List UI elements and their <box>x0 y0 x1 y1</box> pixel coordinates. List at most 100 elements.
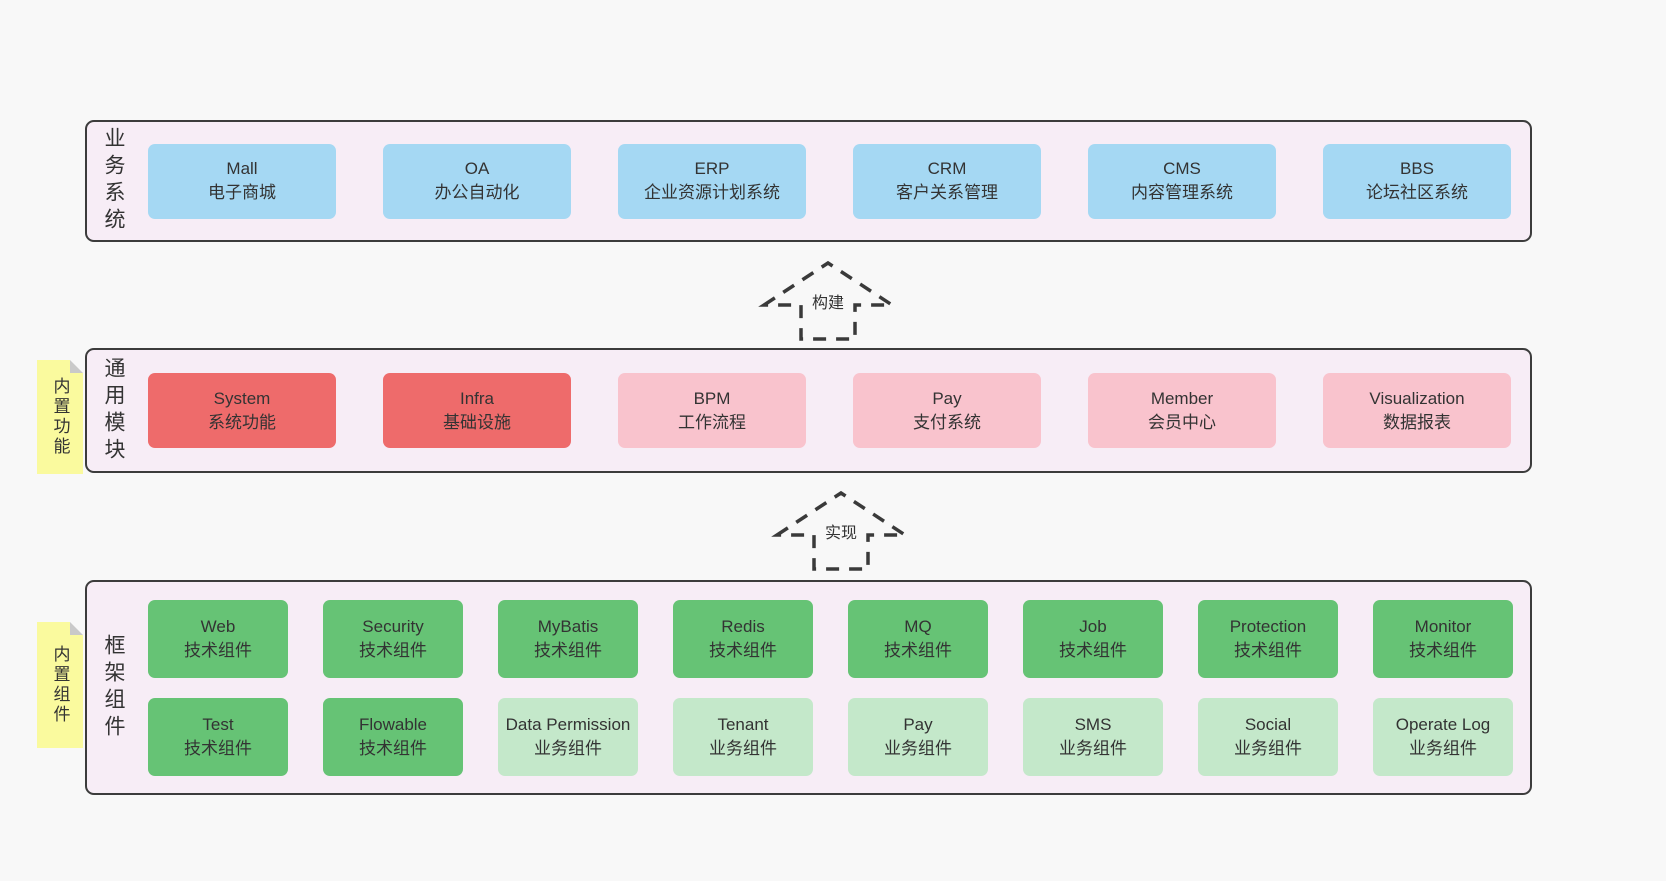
box-pay-system: Pay 支付系统 <box>853 373 1041 448</box>
box-subtitle: 支付系统 <box>913 412 981 432</box>
box-subtitle: 会员中心 <box>1148 412 1216 432</box>
arrow-build-label: 构建 <box>807 287 849 314</box>
box-title: Security <box>362 616 424 636</box>
box-title: MyBatis <box>537 616 599 636</box>
band-framework-components: 框架组件 Web 技术组件 Security 技术组件 MyBatis 技术组件… <box>85 580 1532 795</box>
up-arrow-icon <box>758 260 898 341</box>
box-bpm: BPM 工作流程 <box>618 373 806 448</box>
box-bbs: BBS 论坛社区系统 <box>1323 143 1511 219</box>
box-title: SMS <box>1074 714 1112 734</box>
box-visualization: Visualization 数据报表 <box>1323 373 1511 448</box>
box-subtitle: 业务组件 <box>534 738 602 758</box>
business-boxes: Mall 电子商城 OA 办公自动化 ERP 企业资源计划系统 CRM 客户关系… <box>148 143 1511 219</box>
box-subtitle: 工作流程 <box>678 412 746 432</box>
box-title: Web <box>200 616 236 636</box>
box-operate-log: Operate Log 业务组件 <box>1373 697 1513 776</box>
box-title: BPM <box>693 388 731 408</box>
box-title: Tenant <box>717 714 769 734</box>
box-test: Test 技术组件 <box>148 697 288 776</box>
box-pay-component: Pay 业务组件 <box>848 697 988 776</box>
box-mybatis: MyBatis 技术组件 <box>498 599 638 678</box>
box-title: System <box>213 388 271 408</box>
box-subtitle: 系统功能 <box>208 412 276 432</box>
box-title: Test <box>202 714 234 734</box>
box-title: CMS <box>1163 159 1201 179</box>
box-title: OA <box>464 159 490 179</box>
box-title: Operate Log <box>1395 714 1491 734</box>
box-subtitle: 数据报表 <box>1383 412 1451 432</box>
box-title: CRM <box>927 159 967 179</box>
box-title: Job <box>1079 616 1107 636</box>
box-system: System 系统功能 <box>148 373 336 448</box>
box-subtitle: 技术组件 <box>534 640 602 660</box>
box-title: Mall <box>226 159 258 179</box>
module-boxes: System 系统功能 Infra 基础设施 BPM 工作流程 Pay 支付系统… <box>148 373 1511 448</box>
box-title: Visualization <box>1369 388 1465 408</box>
box-flowable: Flowable 技术组件 <box>323 697 463 776</box>
box-subtitle: 企业资源计划系统 <box>644 183 780 202</box>
box-oa: OA 办公自动化 <box>383 143 571 219</box>
band-label-business-systems: 业务系统 <box>102 127 125 235</box>
box-subtitle: 业务组件 <box>709 738 777 758</box>
box-subtitle: 业务组件 <box>884 738 952 758</box>
box-title: Pay <box>932 388 962 408</box>
box-data-permission: Data Permission 业务组件 <box>498 697 638 776</box>
band-label-framework-components: 框架组件 <box>102 633 125 742</box>
band-common-modules: 通用模块 System 系统功能 Infra 基础设施 BPM 工作流程 Pay… <box>85 348 1532 473</box>
box-subtitle: 论坛社区系统 <box>1366 183 1468 202</box>
box-infra: Infra 基础设施 <box>383 373 571 448</box>
component-row-2: Test 技术组件 Flowable 技术组件 Data Permission … <box>148 697 1513 776</box>
box-title: Data Permission <box>505 714 631 734</box>
box-social: Social 业务组件 <box>1198 697 1338 776</box>
box-title: Pay <box>903 714 933 734</box>
box-job: Job 技术组件 <box>1023 599 1163 678</box>
box-subtitle: 技术组件 <box>1409 640 1477 660</box>
box-erp: ERP 企业资源计划系统 <box>618 143 806 219</box>
box-web: Web 技术组件 <box>148 599 288 678</box>
arrow-implement-label: 实现 <box>820 517 862 544</box>
box-title: ERP <box>694 159 730 179</box>
box-title: BBS <box>1399 159 1435 179</box>
box-subtitle: 业务组件 <box>1234 738 1302 758</box>
box-monitor: Monitor 技术组件 <box>1373 599 1513 678</box>
box-subtitle: 业务组件 <box>1409 738 1477 758</box>
arrow-build: 构建 <box>758 255 898 343</box>
box-tenant: Tenant 业务组件 <box>673 697 813 776</box>
box-title: Social <box>1244 714 1292 734</box>
box-title: MQ <box>904 616 932 636</box>
band-business-systems: 业务系统 Mall 电子商城 OA 办公自动化 ERP 企业资源计划系统 CRM… <box>85 120 1532 242</box>
box-protection: Protection 技术组件 <box>1198 599 1338 678</box>
box-subtitle: 技术组件 <box>184 738 252 758</box>
box-cms: CMS 内容管理系统 <box>1088 143 1276 219</box>
box-security: Security 技术组件 <box>323 599 463 678</box>
box-subtitle: 业务组件 <box>1059 738 1127 758</box>
box-title: Protection <box>1229 616 1307 636</box>
box-subtitle: 电子商城 <box>208 183 276 202</box>
box-subtitle: 内容管理系统 <box>1131 183 1233 202</box>
box-crm: CRM 客户关系管理 <box>853 143 1041 219</box>
box-subtitle: 技术组件 <box>884 640 952 660</box>
box-mall: Mall 电子商城 <box>148 143 336 219</box>
sticky-label: 内置功能 <box>50 377 70 457</box>
box-title: Flowable <box>358 714 428 734</box>
box-sms: SMS 业务组件 <box>1023 697 1163 776</box>
box-subtitle: 办公自动化 <box>434 183 520 202</box>
up-arrow-icon <box>771 490 911 571</box>
box-title: Redis <box>721 616 765 636</box>
sticky-label: 内置组件 <box>50 645 70 725</box>
box-redis: Redis 技术组件 <box>673 599 813 678</box>
box-subtitle: 基础设施 <box>443 412 511 432</box>
box-member: Member 会员中心 <box>1088 373 1276 448</box>
band-label-common-modules: 通用模块 <box>102 356 125 465</box>
sticky-built-in-components: 内置组件 <box>37 622 83 748</box>
box-subtitle: 技术组件 <box>1234 640 1302 660</box>
box-subtitle: 技术组件 <box>709 640 777 660</box>
arrow-implement: 实现 <box>771 485 911 573</box>
box-subtitle: 客户关系管理 <box>896 183 998 202</box>
box-title: Monitor <box>1414 616 1472 636</box>
component-rows: Web 技术组件 Security 技术组件 MyBatis 技术组件 Redi… <box>148 599 1513 776</box>
box-subtitle: 技术组件 <box>184 640 252 660</box>
component-row-1: Web 技术组件 Security 技术组件 MyBatis 技术组件 Redi… <box>148 599 1513 678</box>
box-subtitle: 技术组件 <box>359 640 427 660</box>
